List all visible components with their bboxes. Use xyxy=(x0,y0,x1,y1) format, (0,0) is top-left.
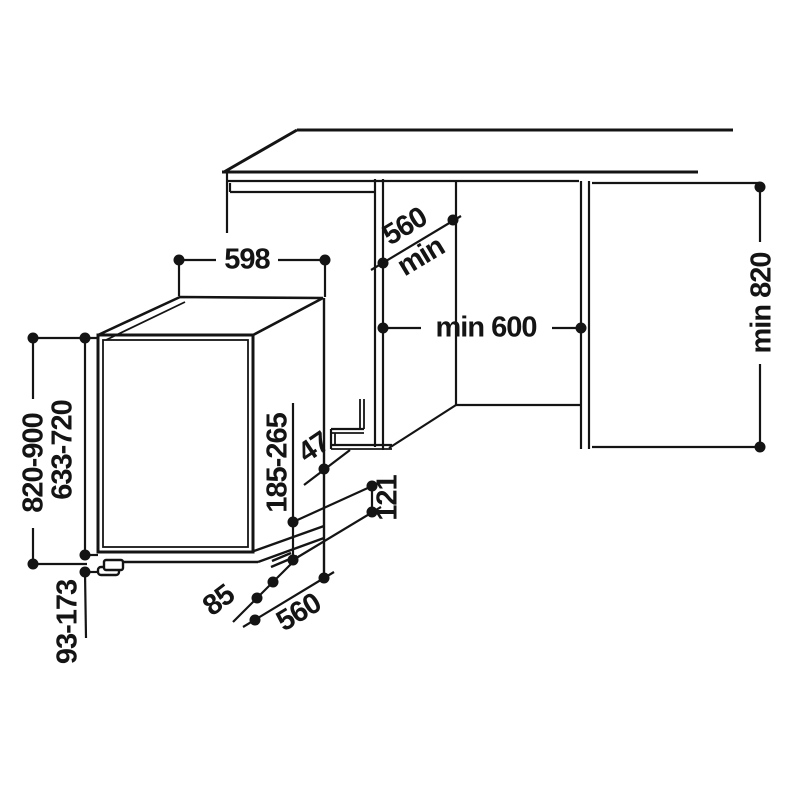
dim-door-panel-height-range: 633-720 xyxy=(46,400,79,500)
cabinet-niche xyxy=(329,179,760,450)
dim-foot-height-range: 93-173 xyxy=(51,579,84,665)
dim-overall-height-range: 820-900 xyxy=(17,413,50,513)
front-foot xyxy=(102,558,125,572)
dimension-dots xyxy=(27,181,766,626)
dim-plinth-recess-range: 185-265 xyxy=(261,413,294,513)
dim-niche-width: min 600 xyxy=(435,311,538,344)
countertop xyxy=(222,128,733,233)
dim-rear-foot-height: 121 xyxy=(371,475,404,521)
dim-appliance-width: 598 xyxy=(224,243,270,276)
dim-niche-height: min 820 xyxy=(745,252,778,354)
appliance-box xyxy=(96,295,326,578)
